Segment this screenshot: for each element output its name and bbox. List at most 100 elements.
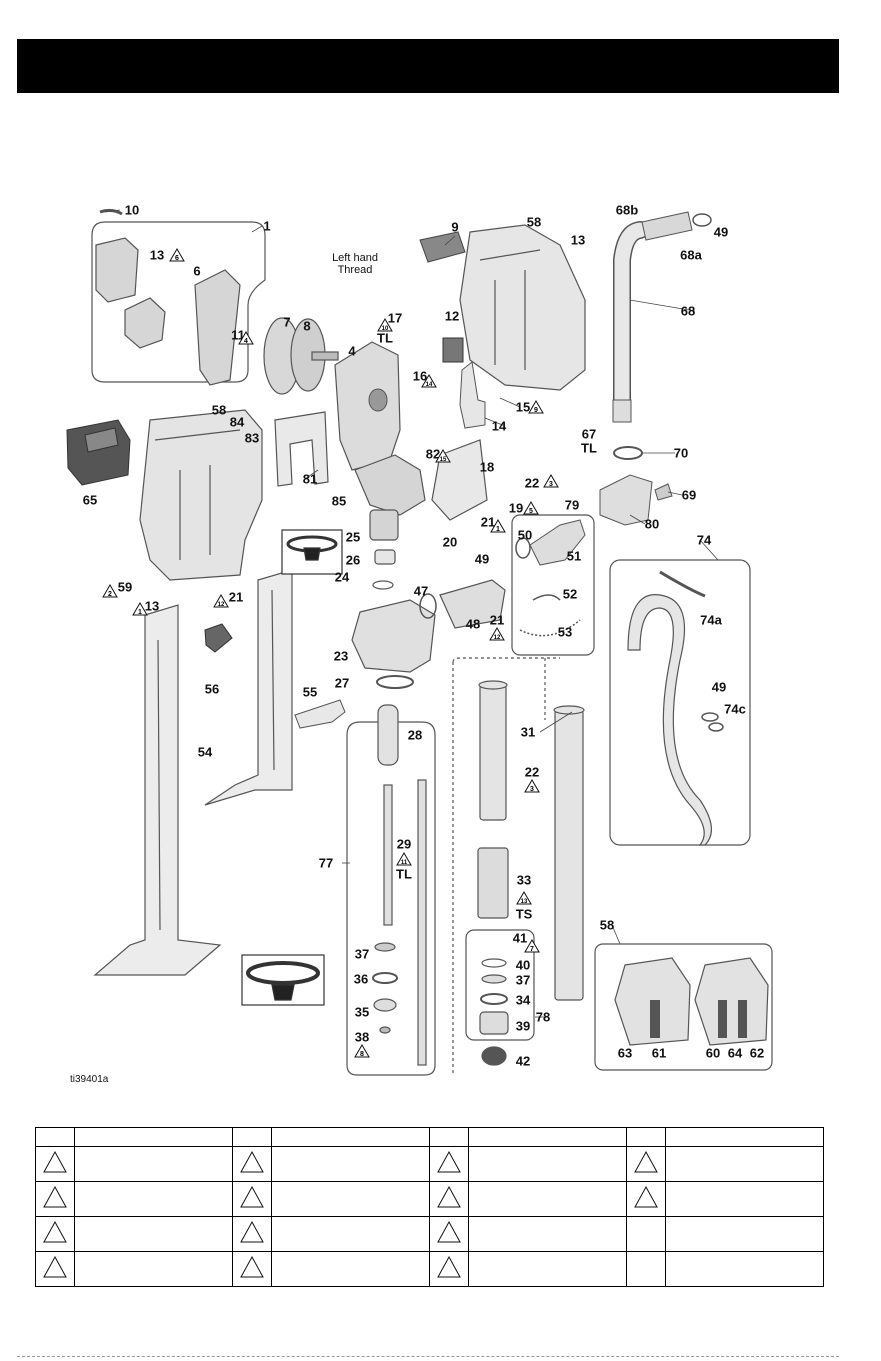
tube-31-right: [554, 709, 584, 1001]
warning-triangle-icon: [634, 1150, 658, 1172]
part-callout: 49: [474, 551, 490, 567]
warning-triangle-number: 4: [244, 338, 248, 345]
legend-symbol-cell: [429, 1216, 469, 1252]
warning-triangle-icon: [43, 1185, 67, 1207]
part-callout: TL: [377, 330, 393, 346]
part-callout: 36: [353, 971, 369, 987]
figure-id: ti39401a: [70, 1074, 109, 1085]
part-callout: 17: [387, 310, 403, 326]
part-callout: 16: [412, 368, 428, 384]
part-callout: 28: [407, 727, 423, 743]
hose-74: [627, 594, 712, 846]
part-callout: 68: [680, 303, 696, 319]
warning-triangle-number: 7: [530, 946, 534, 953]
part-callout: 68a: [680, 247, 702, 263]
housing-view-back: [694, 957, 769, 1046]
legend-symbol-cell: [626, 1251, 666, 1287]
warning-triangle-icon: [240, 1220, 264, 1242]
o-ring-47: [419, 593, 437, 619]
part-callout: 74a: [700, 612, 722, 628]
rod-14: [459, 361, 486, 429]
part-callout: 83: [244, 430, 260, 446]
warning-triangle-icon: [437, 1150, 461, 1172]
warning-triangle-icon: [437, 1255, 461, 1277]
warning-triangle-number: 14: [426, 382, 433, 388]
legend-description-cell: [665, 1181, 824, 1217]
pump-head: [354, 454, 426, 516]
battery-65: [66, 419, 131, 486]
warning-triangle-number: 8: [360, 1051, 364, 1058]
legend-description-cell: [271, 1181, 430, 1217]
part-callout: 13: [149, 247, 165, 263]
part-callout: 37: [354, 946, 370, 962]
legend-symbol-cell: [429, 1251, 469, 1287]
part-callout: 34: [515, 992, 531, 1008]
legend-symbol-cell: [232, 1146, 272, 1182]
part-callout: 13: [570, 232, 586, 248]
part-callout: 38: [354, 1029, 370, 1045]
part-callout: TL: [581, 440, 597, 456]
sleeve-33: [477, 847, 509, 919]
part-callout: 47: [413, 583, 429, 599]
part-callout: 61: [651, 1045, 667, 1061]
part-callout: 29: [396, 836, 412, 852]
group-79-outline: [511, 514, 595, 656]
legend-symbol-cell: [35, 1181, 75, 1217]
clip-55: [294, 699, 346, 729]
warning-triangle-number: 3: [530, 786, 534, 793]
legend-description-cell: [468, 1251, 627, 1287]
part-callout: 11: [231, 327, 245, 343]
left-hand-thread-note: Left hand Thread: [332, 252, 378, 276]
part-callout: 69: [681, 487, 697, 503]
part-callout: 81: [302, 471, 318, 487]
legend-description-cell: [468, 1146, 627, 1182]
warning-triangle-icon: 9: [528, 400, 544, 414]
part-callout: 58: [526, 214, 542, 230]
part-callout: TL: [396, 866, 412, 882]
warning-triangle-icon: 3: [543, 474, 559, 488]
part-callout: 15: [515, 399, 531, 415]
part-callout: 70: [673, 445, 689, 461]
tube-31-left: [479, 684, 507, 821]
warning-triangle-number: 3: [549, 481, 553, 488]
legend-header-row: [35, 1127, 824, 1147]
warning-triangle-icon: 12: [489, 627, 505, 641]
legend-symbol-cell: [35, 1146, 75, 1182]
warning-triangle-icon: [240, 1185, 264, 1207]
legend-description-cell: [468, 1181, 627, 1217]
o-ring-70: [613, 446, 643, 460]
part-callout: 42: [515, 1053, 531, 1069]
legend-symbol-cell: [232, 1251, 272, 1287]
part-callout: 18: [479, 459, 495, 475]
part-callout: 65: [82, 492, 98, 508]
seal-27: [376, 675, 414, 689]
housing-58-right: [459, 224, 586, 391]
part-callout: 1: [263, 218, 271, 234]
legend-symbol-cell: [232, 1216, 272, 1252]
warning-triangle-number: 13: [521, 899, 528, 905]
cylinder-48: [439, 579, 506, 629]
warning-triangle-number: 12: [494, 635, 501, 641]
stand-frame-right: [204, 569, 293, 806]
part-callout: 59: [117, 579, 133, 595]
warning-triangle-icon: 12: [213, 594, 229, 608]
legend-description-cell: [74, 1146, 233, 1182]
piston-28: [377, 704, 399, 766]
warning-triangle-icon: 14: [421, 374, 437, 388]
part-callout: 64: [727, 1045, 743, 1061]
packing-25: [369, 509, 399, 541]
legend-row: [35, 1251, 824, 1287]
legend-row: [35, 1181, 824, 1217]
warning-triangle-number: 1: [138, 609, 142, 616]
warning-triangle-icon: 4: [238, 331, 254, 345]
part-callout: 56: [204, 681, 220, 697]
bushing-26: [374, 549, 396, 565]
warning-triangle-icon: 5: [523, 501, 539, 515]
part-callout: 54: [197, 744, 213, 760]
part-callout: 27: [334, 675, 350, 691]
part-callout: 14: [491, 418, 507, 434]
part-callout: 35: [354, 1004, 370, 1020]
warning-triangle-icon: 3: [524, 779, 540, 793]
bottom-rule: [17, 1356, 839, 1359]
part-callout: 23: [333, 648, 349, 664]
